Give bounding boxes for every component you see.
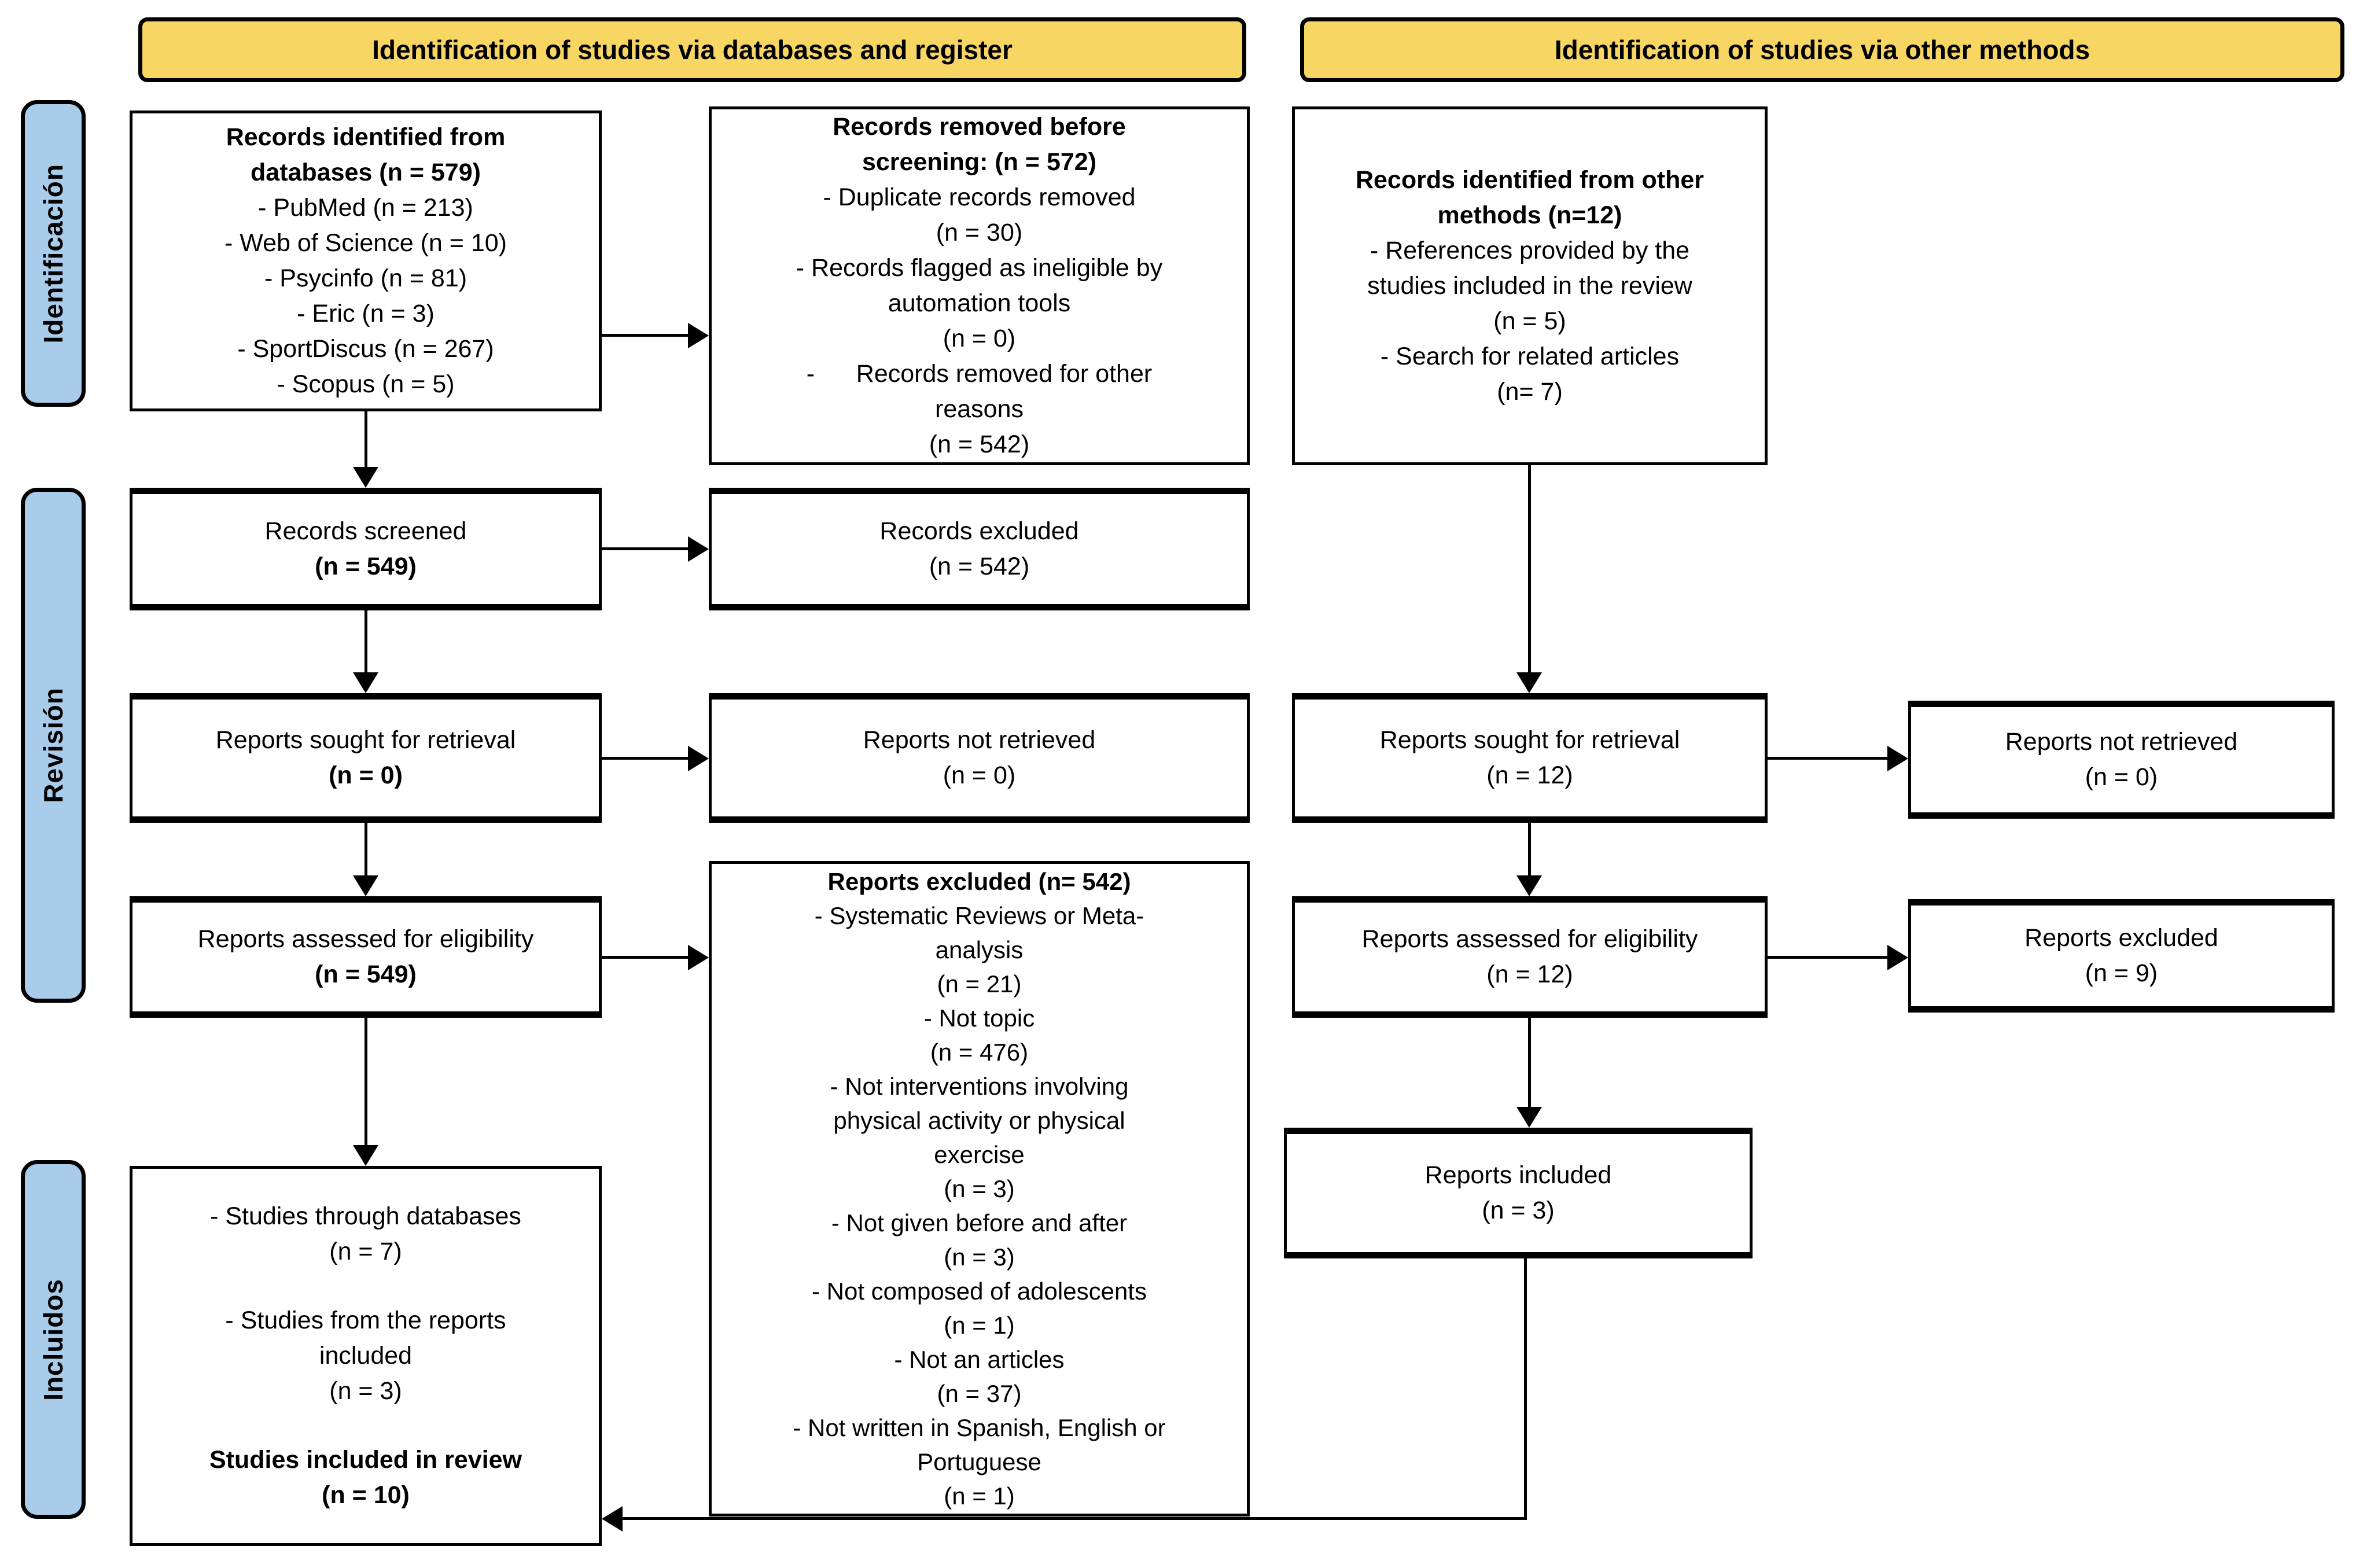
- box-line: - SportDiscus (n = 267): [237, 335, 494, 363]
- box-reports-assessed-left: Reports assessed for eligibility (n = 54…: [130, 896, 602, 1018]
- box-line: Records removed before: [833, 113, 1126, 141]
- sidebar-screening-label: Revisión: [38, 687, 68, 803]
- box-line: (n = 3): [1482, 1197, 1555, 1224]
- box-line: Portuguese: [917, 1448, 1041, 1475]
- box-line: (n = 1): [944, 1312, 1015, 1339]
- box-line: Records identified from other: [1355, 165, 1705, 194]
- box-reports-excluded-reasons: Reports excluded (n= 542) - Systematic R…: [709, 861, 1250, 1517]
- box-line: - Studies from the reports: [225, 1306, 506, 1334]
- box-line: - Records flagged as ineligible by: [796, 254, 1163, 282]
- box-line: Reports sought for retrieval: [215, 726, 516, 754]
- box-line: (n = 3): [329, 1377, 402, 1405]
- box-records-identified-databases: Records identified from databases (n = 5…: [130, 111, 602, 411]
- box-line: - Psycinfo (n = 81): [264, 264, 467, 292]
- box-line: (n = 21): [937, 970, 1022, 998]
- box-line: - Records removed for other: [806, 360, 1153, 388]
- header-databases-register-label: Identification of studies via databases …: [372, 35, 1013, 65]
- box-line: (n = 37): [937, 1380, 1022, 1407]
- sidebar-identification-label: Identificación: [38, 163, 68, 344]
- box-studies-included: - Studies through databases (n = 7) - St…: [130, 1166, 602, 1546]
- box-records-excluded: Records excluded (n = 542): [709, 488, 1250, 610]
- box-line: (n = 30): [936, 219, 1023, 246]
- box-line: methods (n=12): [1437, 201, 1622, 229]
- box-line: Reports not retrieved: [863, 726, 1096, 754]
- box-line: - Not an articles: [894, 1346, 1065, 1373]
- box-records-identified-other-methods: Records identified from other methods (n…: [1292, 106, 1768, 465]
- box-line: - Systematic Reviews or Meta-: [814, 902, 1144, 929]
- sidebar-included: Incluidos: [21, 1160, 86, 1519]
- box-line: - Scopus (n = 5): [277, 370, 455, 398]
- box-line: Studies included in review: [209, 1446, 522, 1474]
- box-line: - Eric (n = 3): [297, 300, 435, 327]
- box-line: (n = 0): [943, 761, 1016, 789]
- sidebar-included-label: Incluidos: [38, 1278, 68, 1401]
- box-line: (n= 7): [1497, 377, 1563, 406]
- box-line: (n = 542): [929, 430, 1030, 458]
- box-line: included: [319, 1342, 413, 1370]
- box-line: Reports not retrieved: [2005, 728, 2238, 756]
- box-line: analysis: [935, 936, 1024, 963]
- box-reports-not-retrieved-left: Reports not retrieved (n = 0): [709, 693, 1250, 823]
- box-line: - Web of Science (n = 10): [224, 229, 507, 257]
- box-line: Reports excluded: [2024, 924, 2218, 952]
- box-line: - Not written in Spanish, English or: [793, 1414, 1166, 1441]
- box-line: (n = 0): [2085, 763, 2158, 791]
- box-line: - Not given before and after: [831, 1209, 1128, 1236]
- box-line: (n = 9): [2085, 959, 2158, 987]
- box-line: - Not composed of adolescents: [812, 1278, 1147, 1305]
- box-line: (n = 0): [943, 325, 1016, 352]
- box-line: Reports assessed for eligibility: [1361, 925, 1698, 953]
- box-line: (n = 3): [944, 1243, 1015, 1271]
- box-reports-excluded-right: Reports excluded (n = 9): [1908, 899, 2335, 1013]
- box-reports-assessed-right: Reports assessed for eligibility (n = 12…: [1292, 896, 1768, 1018]
- box-line: Records excluded: [879, 517, 1079, 545]
- box-line: (n = 10): [322, 1481, 410, 1509]
- box-line: Reports excluded (n= 542): [827, 868, 1131, 895]
- header-databases-register: Identification of studies via databases …: [138, 17, 1246, 82]
- box-reports-sought-right: Reports sought for retrieval (n = 12): [1292, 693, 1768, 823]
- box-line: Reports included: [1424, 1161, 1612, 1189]
- box-reports-included: Reports included (n = 3): [1284, 1128, 1753, 1258]
- box-line: (n = 12): [1486, 960, 1573, 988]
- box-line: (n = 5): [1493, 307, 1566, 335]
- box-line: Reports sought for retrieval: [1379, 726, 1680, 754]
- box-line: Records screened: [264, 517, 467, 545]
- box-line: (n = 542): [929, 553, 1030, 580]
- box-line: (n = 0): [329, 761, 403, 789]
- box-line: (n = 1): [944, 1482, 1015, 1510]
- box-line: - Search for related articles: [1380, 342, 1680, 370]
- box-reports-not-retrieved-right: Reports not retrieved (n = 0): [1908, 701, 2335, 819]
- box-line: physical activity or physical: [833, 1107, 1125, 1134]
- box-line: - Not topic: [923, 1004, 1035, 1032]
- box-line: reasons: [935, 395, 1024, 423]
- box-line: exercise: [934, 1141, 1025, 1168]
- box-line: databases (n = 579): [251, 159, 481, 186]
- header-other-methods: Identification of studies via other meth…: [1300, 17, 2344, 82]
- box-line: (n = 3): [944, 1175, 1015, 1202]
- box-line: automation tools: [888, 289, 1071, 317]
- box-line: studies included in the review: [1367, 271, 1692, 300]
- box-line: Reports assessed for eligibility: [197, 925, 534, 953]
- box-line: (n = 476): [930, 1039, 1029, 1066]
- box-records-removed-before-screening: Records removed before screening: (n = 5…: [709, 106, 1250, 465]
- header-other-methods-label: Identification of studies via other meth…: [1554, 35, 2090, 65]
- box-line: - Studies through databases: [210, 1202, 521, 1230]
- box-line: - Duplicate records removed: [823, 183, 1136, 211]
- box-line: - Not interventions involving: [830, 1073, 1129, 1100]
- box-line: (n = 549): [315, 960, 417, 988]
- box-line: - PubMed (n = 213): [258, 194, 473, 222]
- box-line: - References provided by the: [1370, 236, 1690, 264]
- box-line: (n = 549): [315, 553, 417, 580]
- box-line: screening: (n = 572): [862, 148, 1097, 176]
- box-reports-sought-left: Reports sought for retrieval (n = 0): [130, 693, 602, 823]
- box-records-screened: Records screened (n = 549): [130, 488, 602, 610]
- box-line: (n = 12): [1486, 761, 1573, 789]
- box-line: (n = 7): [329, 1238, 402, 1265]
- sidebar-identification: Identificación: [21, 100, 86, 407]
- box-line: Records identified from: [226, 123, 506, 151]
- sidebar-screening: Revisión: [21, 488, 86, 1003]
